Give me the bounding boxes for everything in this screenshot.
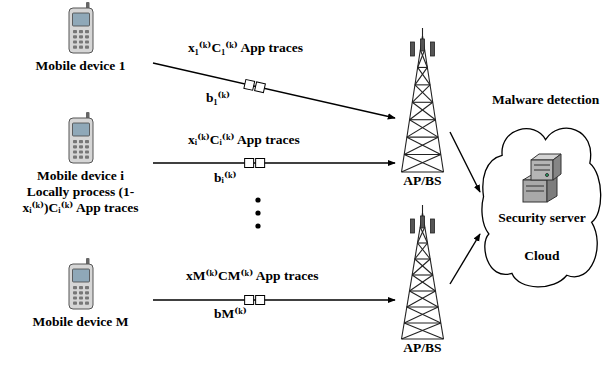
phone-key — [79, 140, 83, 143]
mobile-device: Mobile device iLocally process (1-xᵢ⁽ᵏ⁾)… — [8, 112, 153, 216]
bandwidth-label: bᵢ⁽ᵏ⁾ — [214, 170, 237, 186]
trace-label: x₁⁽ᵏ⁾C₁⁽ᵏ⁾ App traces — [188, 40, 303, 56]
phone-key — [73, 140, 77, 143]
phone-key — [73, 302, 77, 305]
packet-icon — [245, 159, 265, 168]
cloud-outline — [480, 118, 604, 290]
function-label: Malware detection — [492, 92, 599, 108]
device-label: Mobile device 1 — [8, 58, 153, 74]
tower-icon — [395, 28, 450, 173]
phone-key — [73, 296, 77, 299]
phone-key — [85, 30, 89, 33]
phone-key — [73, 286, 77, 289]
cloud-shape: Security serverCloud — [480, 118, 604, 290]
server-icon — [517, 150, 567, 206]
phone-key — [79, 40, 83, 43]
base-station: AP/BS — [395, 205, 450, 356]
station-label: AP/BS — [395, 340, 450, 356]
station-label: AP/BS — [395, 173, 450, 189]
device-note: Locally process (1-xᵢ⁽ᵏ⁾)Cᵢ⁽ᵏ⁾ App trace… — [8, 184, 153, 216]
link-arrow — [153, 63, 395, 118]
server-label: Security server — [480, 210, 604, 226]
device-label: Mobile device i — [8, 168, 153, 184]
link-arrow — [153, 162, 395, 163]
bandwidth-label: bM⁽ᵏ⁾ — [214, 306, 247, 322]
phone-key — [85, 286, 89, 289]
phone-icon — [66, 112, 96, 164]
phone-key — [79, 296, 83, 299]
mobile-device: Mobile device M — [8, 258, 153, 330]
phone-key — [85, 156, 89, 159]
phone-key — [73, 40, 77, 43]
base-station: AP/BS — [395, 28, 450, 189]
trace-label: xᵢ⁽ᵏ⁾Cᵢ⁽ᵏ⁾ App traces — [188, 132, 300, 148]
trace-label: xM⁽ᵏ⁾CM⁽ᵏ⁾ App traces — [186, 268, 318, 284]
tower-lattice — [402, 28, 444, 172]
phone-key — [85, 150, 89, 153]
tower-antennas — [411, 39, 435, 56]
tower-antennas — [411, 216, 435, 233]
phone-key — [85, 140, 89, 143]
tower-lattice — [402, 205, 444, 339]
phone-key — [85, 302, 89, 305]
link-arrow — [450, 132, 480, 192]
phone-key — [79, 150, 83, 153]
phone-key — [85, 296, 89, 299]
phone-key — [73, 291, 77, 294]
phone-key — [85, 145, 89, 148]
device-label: Mobile device M — [8, 314, 153, 330]
ellipsis-dots — [255, 197, 260, 228]
phone-icon — [66, 2, 96, 54]
phone-key — [79, 302, 83, 305]
phone-body — [69, 118, 93, 163]
packet-icon — [245, 296, 265, 305]
phone-key — [73, 145, 77, 148]
phone-key — [79, 145, 83, 148]
cloud-path — [482, 128, 601, 287]
phone-icon — [66, 258, 96, 310]
phone-screen — [72, 13, 89, 26]
phone-key — [79, 46, 83, 49]
phone-key — [73, 150, 77, 153]
phone-key — [79, 286, 83, 289]
link-arrow — [450, 234, 480, 284]
phone-key — [85, 291, 89, 294]
phone-key — [79, 35, 83, 38]
phone-key — [85, 46, 89, 49]
phone-key — [85, 35, 89, 38]
phone-body — [69, 264, 93, 309]
phone-key — [73, 46, 77, 49]
phone-key — [79, 291, 83, 294]
link-arrow — [153, 299, 395, 300]
phone-key — [85, 40, 89, 43]
tower-icon — [395, 205, 450, 340]
cloud-label: Cloud — [480, 248, 604, 264]
phone-key — [79, 156, 83, 159]
phone-screen — [72, 123, 89, 136]
phone-key — [73, 30, 77, 33]
phone-key — [73, 35, 77, 38]
phone-key — [79, 30, 83, 33]
bandwidth-label: b₁⁽ᵏ⁾ — [206, 90, 230, 106]
phone-body — [69, 8, 93, 53]
phone-key — [73, 156, 77, 159]
phone-screen — [72, 269, 89, 282]
mobile-device: Mobile device 1 — [8, 2, 153, 74]
packet-icon — [244, 79, 265, 92]
